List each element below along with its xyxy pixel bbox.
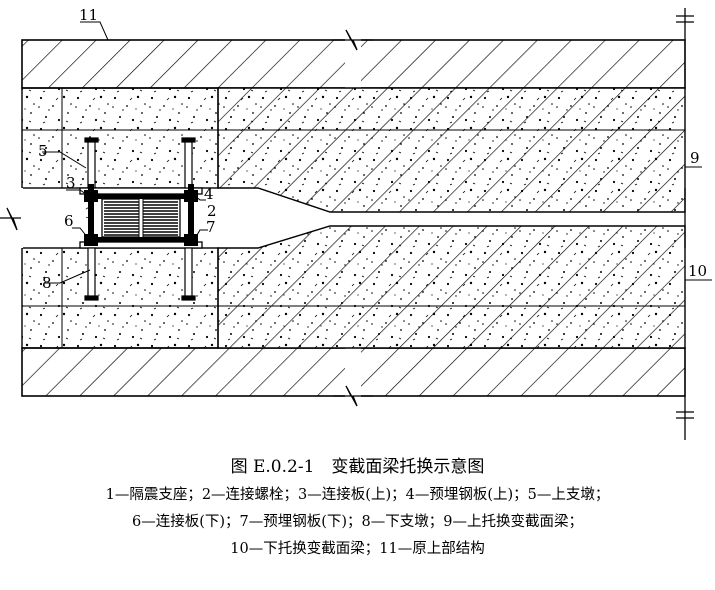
anchor-bolts [84, 137, 196, 301]
connection-plate-upper [84, 194, 198, 199]
lower-variable-section-beam [217, 225, 686, 349]
callout-8: 8 [42, 274, 52, 292]
leader-lines [42, 21, 712, 284]
callout-4: 4 [204, 185, 214, 203]
beam-underpinning-diagram: 11 5 3 1 6 8 4 2 7 9 10 [0, 6, 712, 440]
gap-break-line [0, 188, 23, 248]
callout-10: 10 [688, 262, 707, 280]
callout-2: 2 [207, 202, 217, 220]
embedded-plate-lower [79, 241, 203, 249]
callout-7: 7 [206, 218, 216, 236]
figure-title: 图 E.0.2-1 变截面梁托换示意图 [230, 457, 485, 477]
legend-line-3: 10—下托换变截面梁；11—原上部结构 [230, 541, 485, 557]
callout-5: 5 [38, 142, 48, 160]
isolation-bearing [101, 198, 181, 238]
callout-6: 6 [64, 212, 74, 230]
connection-plate-lower [84, 237, 198, 242]
legend-line-1: 1—隔震支座；2—连接螺栓；3—连接板(上)；4—预埋钢板(上)；5—上支墩； [105, 487, 610, 503]
upper-variable-section-beam [217, 87, 686, 213]
callout-3: 3 [66, 174, 76, 192]
callout-1: 1 [84, 204, 94, 222]
legend-line-2: 6—连接板(下)；7—预埋钢板(下)；8—下支墩；9—上托换变截面梁； [131, 514, 584, 530]
figure-caption: 图 E.0.2-1 变截面梁托换示意图 1—隔震支座；2—连接螺栓；3—连接板(… [0, 455, 715, 563]
original-structure-bottom [21, 342, 686, 407]
callout-11: 11 [79, 6, 98, 24]
original-structure-top [21, 29, 686, 94]
embedded-plate-upper [79, 187, 203, 195]
callout-9: 9 [690, 149, 700, 167]
right-edge-marks [676, 8, 694, 440]
